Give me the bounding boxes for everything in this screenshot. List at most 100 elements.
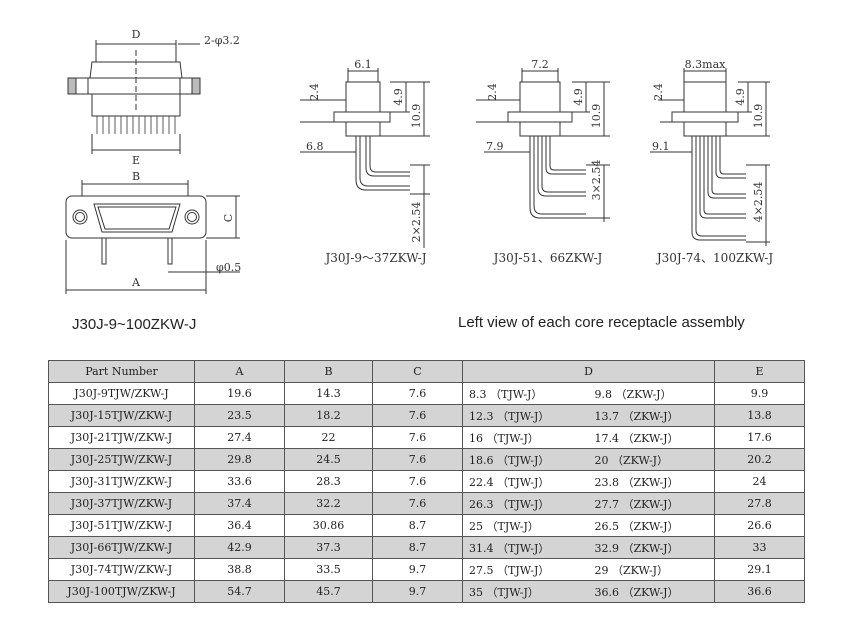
cell-b: 14.3 [284,382,373,405]
table-row: J30J-100TJW/ZKW-J 54.7 45.7 9.7 35 （TJW-… [48,580,805,603]
v2-h1: 2.4 [486,83,499,101]
cell-e: 24 [714,470,805,493]
cell-e: 9.9 [714,382,805,405]
cell-c: 8.7 [372,514,463,537]
cell-d-tjw: 25 （TJW-J） [469,519,539,533]
v1-pitch-left: 6.8 [306,140,324,153]
cell-part: J30J-15TJW/ZKW-J [48,404,195,427]
header-c: C [372,360,463,383]
v2-width: 7.2 [531,58,549,71]
side-view-1 [300,68,430,248]
dim-E: E [132,154,140,167]
v3-h3: 10.9 [752,104,765,129]
cell-d-tjw: 16 （TJW-J） [469,431,539,445]
cell-d-zkw: 17.4 （ZKW-J） [594,431,679,445]
cell-c: 8.7 [372,536,463,559]
table-row: J30J-21TJW/ZKW-J 27.4 22 7.6 16 （TJW-J）1… [48,426,805,449]
v1-h2: 4.9 [392,88,405,106]
cell-part: J30J-66TJW/ZKW-J [48,536,195,559]
v2-name: J30J-51、66ZKW-J [492,251,603,265]
cell-e: 13.8 [714,404,805,427]
side-view-2 [476,68,610,222]
cell-d: 8.3 （TJW-J）9.8 （ZKW-J） [462,382,715,405]
v1-width: 6.1 [354,58,372,71]
v3-pitch: 4×2.54 [752,182,765,223]
cell-part: J30J-25TJW/ZKW-J [48,448,195,471]
cell-d-tjw: 22.4 （TJW-J） [469,475,550,489]
table-row: J30J-15TJW/ZKW-J 23.5 18.2 7.6 12.3 （TJW… [48,404,805,427]
v2-h2: 4.9 [572,88,585,106]
cell-d-tjw: 31.4 （TJW-J） [469,541,550,555]
cell-b: 33.5 [284,558,373,581]
table-row: J30J-66TJW/ZKW-J 42.9 37.3 8.7 31.4 （TJW… [48,536,805,559]
v3-h1: 2.4 [652,83,665,101]
cell-b: 22 [284,426,373,449]
header-d: D [462,360,715,383]
v2-pitch: 3×2.54 [590,160,603,201]
dim-D: D [132,28,141,41]
table-row: J30J-74TJW/ZKW-J 38.8 33.5 9.7 27.5 （TJW… [48,558,805,581]
v2-h3: 10.9 [590,104,603,129]
dim-A: A [131,276,141,289]
dim-hole: 2-φ3.2 [204,34,240,47]
header-a: A [194,360,285,383]
main-top-view [65,180,240,294]
dimension-table: Part Number A B C D E J30J-9TJW/ZKW-J 19… [48,360,805,603]
dim-C: C [222,214,235,222]
cell-d-zkw: 26.5 （ZKW-J） [594,519,679,533]
cell-d: 26.3 （TJW-J） 27.7 （ZKW-J） [462,492,715,515]
cell-b: 30.86 [284,514,373,537]
cell-d: 18.6 （TJW-J）20 （ZKW-J） [462,448,715,471]
cell-d-zkw: 27.7 （ZKW-J） [594,497,679,511]
cell-c: 7.6 [372,492,463,515]
cell-b: 45.7 [284,580,373,603]
dim-B: B [132,170,140,183]
cell-d: 35 （TJW-J）36.6 （ZKW-J） [462,580,715,603]
cell-part: J30J-74TJW/ZKW-J [48,558,195,581]
cell-part: J30J-100TJW/ZKW-J [48,580,195,603]
v1-pitch: 2×2.54 [410,202,423,243]
cell-c: 7.6 [372,382,463,405]
cell-d: 16 （TJW-J） 17.4 （ZKW-J） [462,426,715,449]
v3-pitch-left: 9.1 [652,140,670,153]
dim-pin: φ0.5 [216,261,241,274]
cell-part: J30J-31TJW/ZKW-J [48,470,195,493]
caption-right: Left view of each core receptacle assemb… [458,314,745,331]
header-b: B [284,360,373,383]
technical-drawing: D 2-φ3.2 E B C A φ0.5 6.1 2.4 4.9 10.9 6… [65,28,773,294]
cell-d: 27.5 （TJW-J） 29 （ZKW-J） [462,558,715,581]
cell-part: J30J-51TJW/ZKW-J [48,514,195,537]
cell-d-tjw: 18.6 （TJW-J） [469,453,550,467]
cell-a: 29.8 [194,448,285,471]
cell-a: 54.7 [194,580,285,603]
table-row: J30J-31TJW/ZKW-J 33.6 28.3 7.6 22.4 （TJW… [48,470,805,493]
cell-d-tjw: 27.5 （TJW-J） [469,563,550,577]
cell-c: 7.6 [372,426,463,449]
caption-left: J30J-9~100ZKW-J [72,316,197,333]
v3-h2: 4.9 [734,88,747,106]
table-row: J30J-25TJW/ZKW-J 29.8 24.5 7.6 18.6 （TJW… [48,448,805,471]
header-part-number: Part Number [48,360,195,383]
cell-d-tjw: 26.3 （TJW-J） [469,497,550,511]
v2-pitch-left: 7.9 [486,140,504,153]
v1-h3: 10.9 [410,104,423,129]
cell-a: 27.4 [194,426,285,449]
cell-a: 19.6 [194,382,285,405]
cell-e: 17.6 [714,426,805,449]
cell-e: 36.6 [714,580,805,603]
cell-c: 7.6 [372,470,463,493]
main-front-view [67,40,201,154]
cell-d: 25 （TJW-J） 26.5 （ZKW-J） [462,514,715,537]
cell-d-zkw: 32.9 （ZKW-J） [594,541,679,555]
cell-a: 36.4 [194,514,285,537]
cell-part: J30J-37TJW/ZKW-J [48,492,195,515]
cell-d-tjw: 12.3 （TJW-J） [469,409,550,423]
cell-e: 20.2 [714,448,805,471]
cell-part: J30J-9TJW/ZKW-J [48,382,195,405]
cell-d-zkw: 23.8 （ZKW-J） [594,475,679,489]
v1-h1: 2.4 [308,83,321,101]
cell-d-zkw: 29 （ZKW-J） [594,563,669,577]
cell-d-zkw: 36.6 （ZKW-J） [594,585,679,599]
cell-e: 29.1 [714,558,805,581]
v3-width: 8.3max [685,58,726,71]
